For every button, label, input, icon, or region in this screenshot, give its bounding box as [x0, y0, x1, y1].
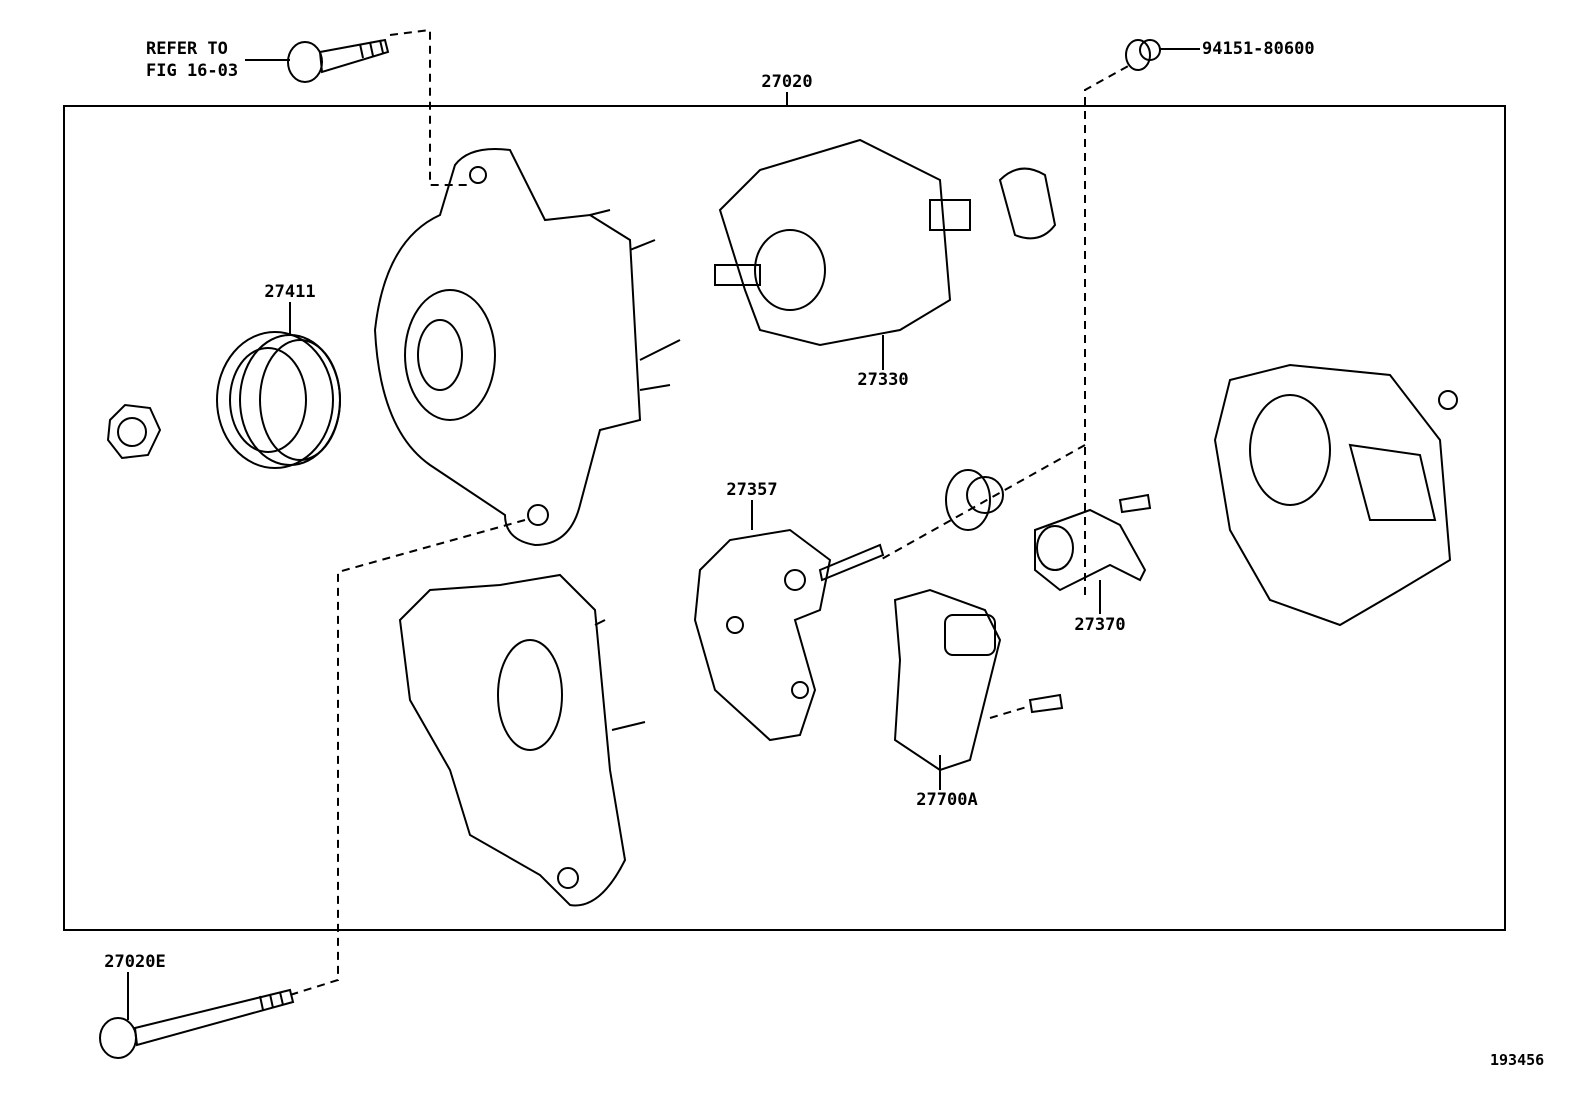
part-label-27357[interactable]: 27357 — [726, 480, 778, 500]
dashed-alignment-lines — [289, 28, 1131, 996]
part-label-27020e[interactable]: 27020E — [104, 952, 166, 972]
refer-note-line2: FIG 16-03 — [146, 61, 239, 81]
part-label-27700a[interactable]: 27700A — [916, 790, 978, 810]
rotor — [714, 138, 1057, 347]
figure-number: 193456 — [1490, 1051, 1545, 1069]
drive-end-frame — [373, 148, 681, 547]
rectifier — [693, 528, 885, 742]
part-label-27370[interactable]: 27370 — [1074, 615, 1126, 635]
brush-holder — [1034, 493, 1152, 592]
pulley — [216, 331, 341, 469]
pulley-nut — [106, 403, 162, 460]
voltage-regulator — [893, 588, 1064, 772]
part-label-27020[interactable]: 27020 — [761, 72, 813, 92]
part-label-27330[interactable]: 27330 — [857, 370, 909, 390]
leader-lines — [127, 48, 1200, 1020]
terminal-insulator — [945, 469, 1004, 531]
through-bolt-bottom — [99, 988, 295, 1059]
assembly-frame — [63, 105, 1506, 931]
refer-note-line1: REFER TO — [146, 39, 228, 59]
rear-end-cover — [1213, 363, 1458, 627]
rectifier-end-frame — [398, 573, 646, 907]
part-label-27411[interactable]: 27411 — [264, 282, 316, 302]
part-label-94151-80600[interactable]: 94151-80600 — [1202, 39, 1315, 59]
nut-94151 — [1125, 39, 1161, 71]
mounting-bolt-top — [287, 38, 390, 83]
